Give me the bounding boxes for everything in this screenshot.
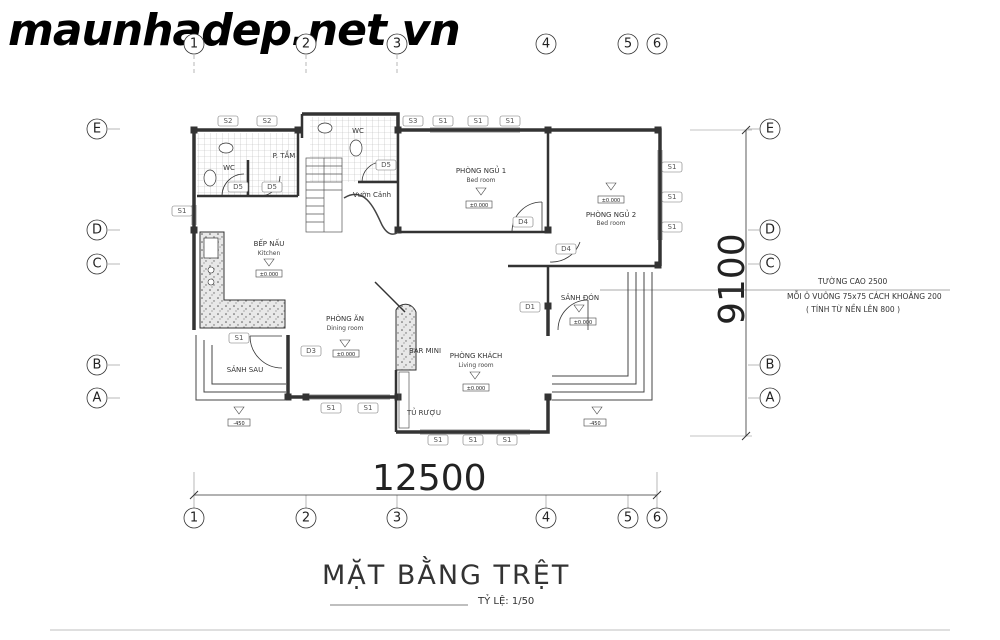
- tag-s1-top-3: S1: [506, 117, 515, 125]
- grid-left-e: E: [93, 122, 101, 137]
- grid-top-4: 4: [542, 37, 550, 52]
- room-wc-1: WC: [223, 164, 235, 172]
- room-bed-1: PHÒNG NGỦ 1: [456, 165, 506, 175]
- grid-bottom-3: 3: [393, 511, 401, 526]
- tag-s1-dining-2: S1: [364, 404, 373, 412]
- tag-s1-right-2: S1: [668, 193, 677, 201]
- grid-top: 1 2 3 4 5 6: [183, 33, 668, 75]
- grid-bottom-6: 6: [653, 511, 661, 526]
- grid-right-d: D: [765, 223, 775, 238]
- room-living: PHÒNG KHÁCH: [450, 351, 503, 360]
- tag-s2-b: S2: [263, 117, 272, 125]
- grid-left-c: C: [92, 257, 101, 272]
- room-kitchen-sub: Kitchen: [258, 250, 281, 257]
- tag-s1-living-2: S1: [469, 436, 478, 444]
- tag-s1-right-3: S1: [668, 223, 677, 231]
- tag-d5-b: D5: [267, 183, 277, 191]
- grid-top-2: 2: [302, 37, 310, 52]
- level-kitchen: ±0.000: [260, 272, 279, 278]
- grid-bottom-1: 1: [190, 511, 198, 526]
- room-bed-2-sub: Bed room: [596, 220, 625, 227]
- note-wall-height: TƯỜNG CAO 2500: [817, 277, 888, 286]
- grid-bottom: 1 2 3 4 5 6: [183, 472, 668, 529]
- room-kitchen: BẾP NẤU: [254, 238, 285, 248]
- note-from-floor: ( TÍNH TỪ NỀN LÊN 800 ): [806, 304, 900, 314]
- grid-top-6: 6: [653, 37, 661, 52]
- level-front-porch: -450: [589, 421, 600, 427]
- room-hall: SẢNH ĐÓN: [561, 293, 599, 302]
- tag-s1-living-1: S1: [434, 436, 443, 444]
- grid-top-5: 5: [624, 37, 632, 52]
- wall-notes: TƯỜNG CAO 2500 MỖI Ô VUÔNG 75x75 CÁCH KH…: [600, 277, 950, 314]
- room-living-sub: Living room: [458, 362, 493, 369]
- opening-tags: S2 S2 S3 S1 S1 S1 S1 S1 S1 S1 S1 S1 S1 S…: [171, 115, 683, 446]
- tag-s1-back: S1: [235, 334, 244, 342]
- level-living: ±0.000: [467, 386, 486, 392]
- grid-bottom-2: 2: [302, 511, 310, 526]
- dimension-width-text: 12500: [372, 458, 487, 499]
- grid-left-b: B: [93, 358, 102, 373]
- room-bed-2: PHÒNG NGỦ 2: [586, 209, 636, 219]
- tag-s3: S3: [409, 117, 418, 125]
- tag-d3: D3: [306, 347, 316, 355]
- grid-left-a: A: [93, 391, 102, 406]
- level-bed-2: ±0.000: [602, 198, 621, 204]
- grid-right-b: B: [766, 358, 775, 373]
- room-bar: BAR MINI: [409, 347, 441, 355]
- room-bed-1-sub: Bed room: [466, 177, 495, 184]
- grid-right-a: A: [766, 391, 775, 406]
- tag-d5-c: D5: [381, 161, 391, 169]
- tag-d4-b: D4: [561, 245, 571, 253]
- level-back-porch: -450: [233, 421, 244, 427]
- dimension-width: 12500: [189, 458, 662, 500]
- tag-d5-a: D5: [233, 183, 243, 191]
- tag-s1-right-1: S1: [668, 163, 677, 171]
- grid-top-1: 1: [190, 37, 198, 52]
- room-labels: WC P. TẮM WC Vườn Cảnh PHÒNG NGỦ 1 Bed r…: [223, 127, 636, 417]
- dimension-height: 9100: [690, 125, 753, 441]
- room-back: SẢNH SAU: [227, 365, 263, 374]
- grid-right-c: C: [765, 257, 774, 272]
- note-grid-squares: MỖI Ô VUÔNG 75x75 CÁCH KHOẢNG 200: [787, 291, 942, 301]
- tag-d1: D1: [525, 303, 535, 311]
- level-dining: ±0.000: [337, 352, 356, 358]
- building: [190, 112, 663, 435]
- grid-right: E D C B A: [748, 118, 781, 409]
- level-bed-1: ±0.000: [470, 203, 489, 209]
- level-markers: ±0.000 ±0.000 ±0.000 ±0.000 ±0.000 ±0.00…: [227, 182, 625, 427]
- tag-s1-top-1: S1: [439, 117, 448, 125]
- tag-s1-left: S1: [178, 207, 187, 215]
- drawing-scale: TỶ LỆ: 1/50: [477, 593, 534, 607]
- room-wc-2: WC: [352, 127, 364, 135]
- room-dining: PHÒNG ĂN: [326, 314, 364, 323]
- grid-right-e: E: [766, 122, 774, 137]
- dimension-height-text: 9100: [712, 233, 753, 325]
- tag-s1-living-3: S1: [503, 436, 512, 444]
- watermark-text: maunhadep.net.vn: [8, 5, 460, 56]
- room-bath: P. TẮM: [273, 150, 296, 160]
- room-dining-sub: Dining room: [327, 325, 364, 332]
- grid-left-d: D: [92, 223, 102, 238]
- level-hall: ±0.000: [574, 320, 593, 326]
- tag-s1-top-2: S1: [474, 117, 483, 125]
- grid-bottom-4: 4: [542, 511, 550, 526]
- grid-left: E D C B A: [86, 118, 120, 409]
- tag-s1-dining-1: S1: [327, 404, 336, 412]
- drawing-title: MẶT BẰNG TRỆT: [322, 556, 570, 591]
- grid-top-3: 3: [393, 37, 401, 52]
- tag-s2-a: S2: [224, 117, 233, 125]
- grid-bottom-5: 5: [624, 511, 632, 526]
- tag-d4-a: D4: [518, 218, 528, 226]
- room-wine: TỦ RƯỢU: [406, 407, 441, 417]
- kitchen-counter: [199, 231, 286, 329]
- room-garden: Vườn Cảnh: [353, 191, 391, 199]
